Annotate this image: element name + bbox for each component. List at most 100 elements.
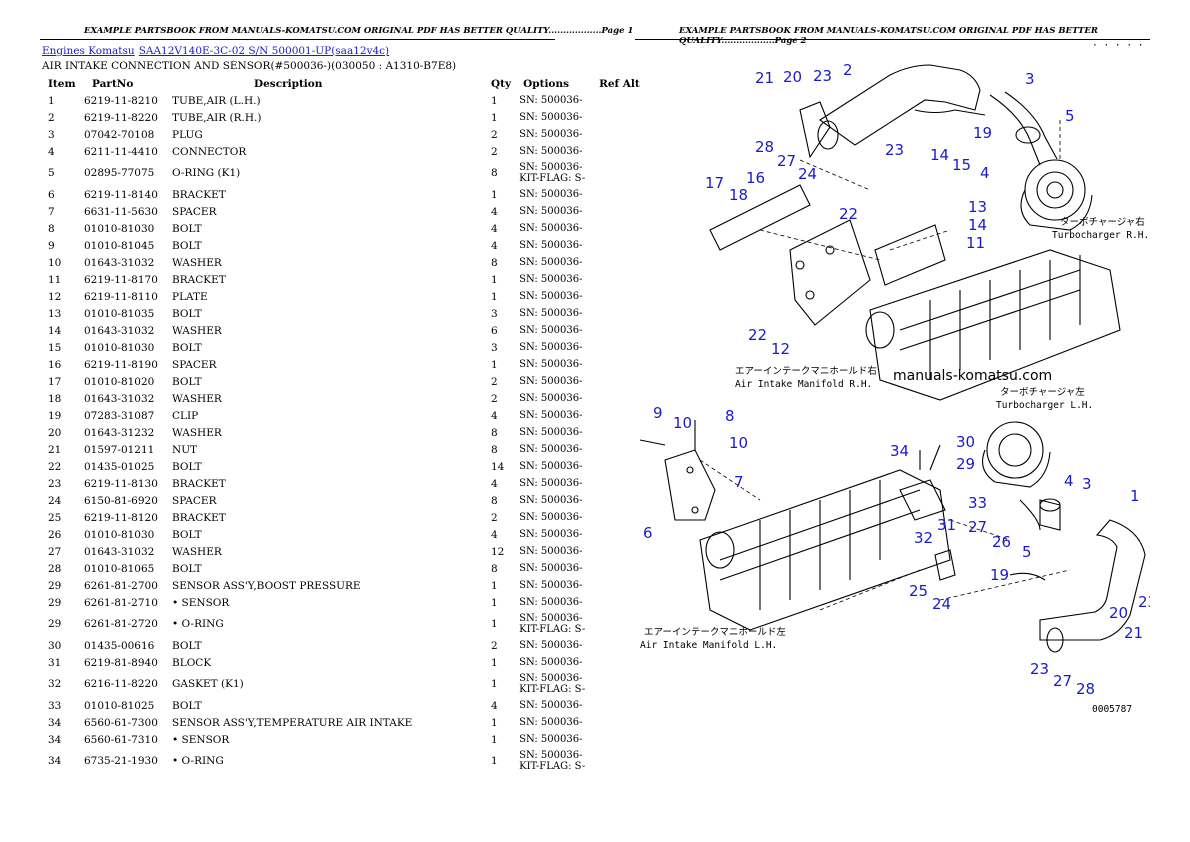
cell-description: CONNECTOR — [172, 145, 247, 158]
callout-25: 25 — [909, 582, 928, 600]
air-intake-manifold-rh-drawing — [865, 249, 1121, 401]
cell-qty: 6 — [491, 324, 498, 337]
air-intake-manifold-lh-drawing — [699, 469, 951, 631]
cell-item: 25 — [48, 511, 62, 524]
cell-partno: 07283-31087 — [84, 409, 155, 422]
cell-description: BOLT — [172, 699, 202, 712]
callout-14: 14 — [968, 216, 987, 234]
cell-partno: 01010-81020 — [84, 375, 155, 388]
cell-item: 29 — [48, 579, 62, 592]
cell-options: SN: 500036- — [519, 359, 583, 370]
turbo-lh-jp-label: ターボチャージャ左 — [1000, 386, 1085, 398]
callout-23: 23 — [813, 67, 832, 85]
turbocharger-lh-drawing — [982, 421, 1051, 488]
cell-partno: 6560-61-7300 — [84, 716, 158, 729]
cell-item: 7 — [48, 205, 55, 218]
col-refalt-header: Ref Alt — [599, 78, 640, 90]
callout-21: 21 — [755, 69, 774, 87]
breadcrumb-model-link[interactable]: SAA12V140E-3C-02 S/N 500001-UP(saa12v4c) — [138, 45, 390, 57]
cell-options: SN: 500036- — [519, 223, 583, 234]
cell-description: O-RING (K1) — [172, 167, 241, 179]
cell-partno: 01643-31032 — [84, 545, 155, 558]
cell-partno: 01643-31032 — [84, 256, 155, 269]
page1-header-rule — [40, 39, 555, 40]
cell-item: 23 — [48, 477, 62, 490]
cell-partno: 6219-11-8110 — [84, 290, 158, 303]
callout-10: 10 — [729, 434, 748, 452]
cell-description: WASHER — [172, 426, 222, 439]
cell-description: WASHER — [172, 324, 222, 337]
cell-item: 9 — [48, 239, 55, 252]
callout-9: 9 — [653, 404, 663, 422]
cell-options: SN: 500036- — [519, 376, 583, 387]
bracket-lh-drawing — [639, 420, 716, 521]
cell-partno: 01010-81065 — [84, 562, 155, 575]
col-partno-header: PartNo — [92, 78, 134, 90]
cell-qty: 8 — [491, 167, 498, 179]
cell-partno: 07042-70108 — [84, 128, 155, 141]
cell-qty: 4 — [491, 477, 498, 490]
cell-description: BOLT — [172, 341, 202, 354]
cell-item: 34 — [48, 716, 62, 729]
cell-options: SN: 500036- — [519, 734, 583, 745]
cell-options: SN: 500036- — [519, 240, 583, 251]
cell-qty: 1 — [491, 358, 498, 371]
cell-qty: 2 — [491, 392, 498, 405]
page1-header: EXAMPLE PARTSBOOK FROM MANUALS-KOMATSU.C… — [84, 26, 634, 36]
cell-options: SN: 500036- — [519, 495, 583, 506]
cell-description: TUBE,AIR (L.H.) — [172, 94, 261, 107]
callout-22: 22 — [839, 205, 858, 223]
cell-qty: 4 — [491, 205, 498, 218]
cell-partno: 6261-81-2720 — [84, 618, 158, 630]
cell-partno: 6219-11-8120 — [84, 511, 158, 524]
cell-item: 18 — [48, 392, 62, 405]
breadcrumb-engines-link[interactable]: Engines Komatsu — [42, 45, 135, 57]
cell-item: 12 — [48, 290, 62, 303]
callout-26: 26 — [992, 533, 1011, 551]
callout-23: 23 — [1138, 593, 1150, 611]
cell-item: 27 — [48, 545, 62, 558]
callout-34: 34 — [890, 442, 909, 460]
cell-description: • O-RING — [172, 755, 224, 767]
cell-options: SN: 500036-KIT-FLAG: S- — [519, 673, 586, 695]
cell-qty: 3 — [491, 307, 498, 320]
cell-options: SN: 500036- — [519, 580, 583, 591]
callout-2: 2 — [843, 61, 853, 79]
cell-description: BLOCK — [172, 656, 212, 669]
cell-qty: 1 — [491, 755, 498, 767]
turbocharger-rh-drawing — [1020, 159, 1093, 231]
cell-qty: 8 — [491, 256, 498, 269]
cell-description: TUBE,AIR (R.H.) — [172, 111, 262, 124]
cell-options: SN: 500036- — [519, 257, 583, 268]
cell-partno: 01435-01025 — [84, 460, 155, 473]
cell-qty: 2 — [491, 639, 498, 652]
cell-partno: 6219-11-8130 — [84, 477, 158, 490]
cell-description: BOLT — [172, 639, 202, 652]
cell-qty: 4 — [491, 528, 498, 541]
cell-partno: 6219-11-8190 — [84, 358, 158, 371]
turbo-rh-en-label: Turbocharger R.H. — [1052, 230, 1149, 241]
cell-item: 22 — [48, 460, 62, 473]
cell-description: PLUG — [172, 128, 203, 141]
cell-item: 32 — [48, 678, 62, 690]
cell-description: NUT — [172, 443, 198, 456]
callout-10: 10 — [673, 414, 692, 432]
cell-partno: 6261-81-2700 — [84, 579, 158, 592]
page2-header: EXAMPLE PARTSBOOK FROM MANUALS-KOMATSU.C… — [679, 26, 1098, 46]
manifold-lh-en-label: Air Intake Manifold L.H. — [640, 640, 777, 651]
cell-item: 13 — [48, 307, 62, 320]
turbo-rh-jp-label: ターボチャージャ右 — [1060, 216, 1145, 228]
